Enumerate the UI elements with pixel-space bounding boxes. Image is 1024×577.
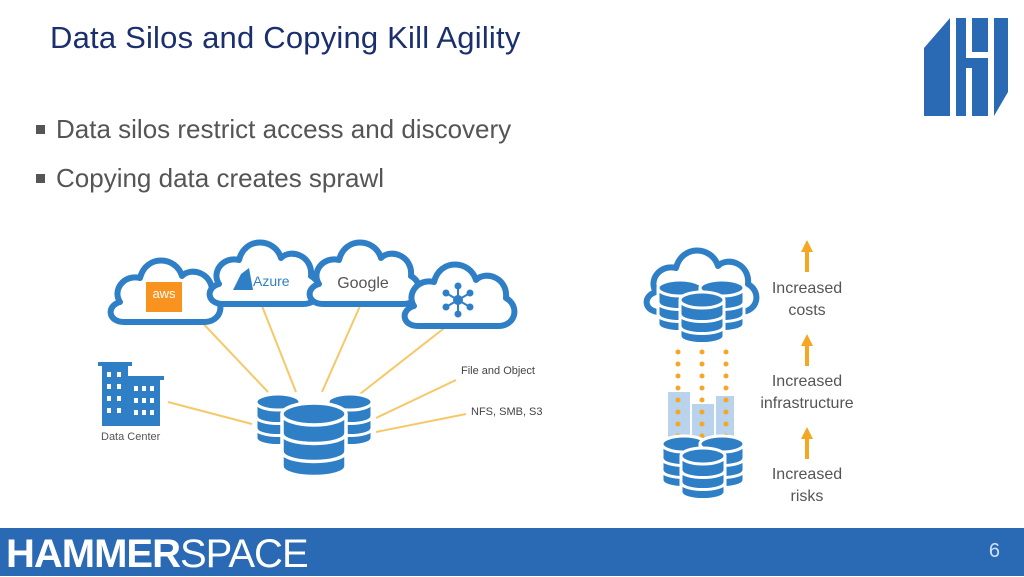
database-icon: [280, 401, 348, 479]
arrow-label-line1: Increased: [772, 373, 842, 390]
arrow-label-line2: infrastructure: [760, 395, 853, 412]
database-icon: [679, 446, 727, 501]
database-icon: [678, 290, 726, 345]
arrow-label-line2: costs: [788, 302, 825, 319]
network-cloud-icon: [405, 265, 515, 327]
brand-wordmark: HAMMERSPACE: [6, 532, 309, 577]
network-hub-icon: [442, 282, 474, 318]
data-center-building-icon: [98, 362, 164, 426]
aws-cloud-icon: aws: [111, 261, 221, 323]
arrow-up-icon: [801, 427, 813, 459]
google-label: Google: [337, 275, 389, 292]
bullet-item: Copying data creates sprawl: [36, 153, 511, 202]
azure-cloud-icon: Azure: [210, 243, 320, 305]
connector-lines: [167, 305, 467, 433]
azure-label: Azure: [253, 273, 290, 289]
arrow-label-line2: risks: [791, 488, 824, 505]
bullet-item: Data silos restrict access and discovery: [36, 104, 511, 153]
aws-label: aws: [152, 286, 176, 301]
footer-bar: HAMMERSPACE 6: [0, 528, 1024, 576]
bullet-text: Copying data creates sprawl: [56, 162, 385, 193]
arrow-label-line1: Increased: [772, 466, 842, 483]
copy-dots: [675, 349, 729, 439]
protocols-label: NFS, SMB, S3: [471, 406, 543, 418]
square-bullet-icon: [36, 125, 45, 134]
square-bullet-icon: [36, 174, 45, 183]
bullet-text: Data silos restrict access and discovery: [56, 113, 512, 144]
silo-diagram: aws Azure Google: [98, 0, 854, 505]
slide-title: Data Silos and Copying Kill Agility: [50, 20, 521, 55]
arrow-label-line1: Increased: [772, 280, 842, 297]
google-cloud-icon: Google: [310, 243, 420, 305]
brand-bold-text: HAMMER: [6, 532, 181, 576]
brand-light-text: SPACE: [179, 532, 309, 576]
bullet-list: Data silos restrict access and discovery…: [36, 104, 511, 202]
data-center-label: Data Center: [101, 431, 161, 443]
arrow-up-icon: [801, 334, 813, 366]
hammerspace-logo-icon: [916, 12, 1014, 122]
arrow-up-icon: [801, 240, 813, 272]
page-number: 6: [988, 540, 1000, 562]
file-object-label: File and Object: [461, 365, 535, 377]
faded-building-icon: [668, 392, 734, 442]
